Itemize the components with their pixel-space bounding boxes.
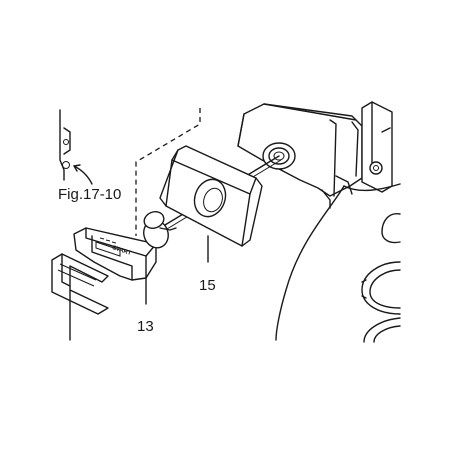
- reference-boundary-dashed: [135, 108, 201, 236]
- callout-13: 13: [137, 318, 154, 335]
- engine-housing: [237, 103, 363, 209]
- figure-reference-label: Fig.17-10: [58, 186, 121, 203]
- mounting-bracket: [361, 101, 393, 193]
- leader-lines: [145, 235, 209, 305]
- handle-marking-text: START: [111, 245, 132, 257]
- part-15-rope-guide: [159, 145, 263, 247]
- part-13-starter-handle: START: [73, 211, 177, 281]
- lower-right-rings: [361, 261, 401, 343]
- engine-body-outline: [275, 183, 401, 341]
- starter-cover-rail: [51, 253, 109, 341]
- adjacent-part-fragment: [59, 109, 71, 181]
- figure-reference-callout: Fig.17-10: [58, 164, 121, 203]
- callout-15: 15: [199, 277, 216, 294]
